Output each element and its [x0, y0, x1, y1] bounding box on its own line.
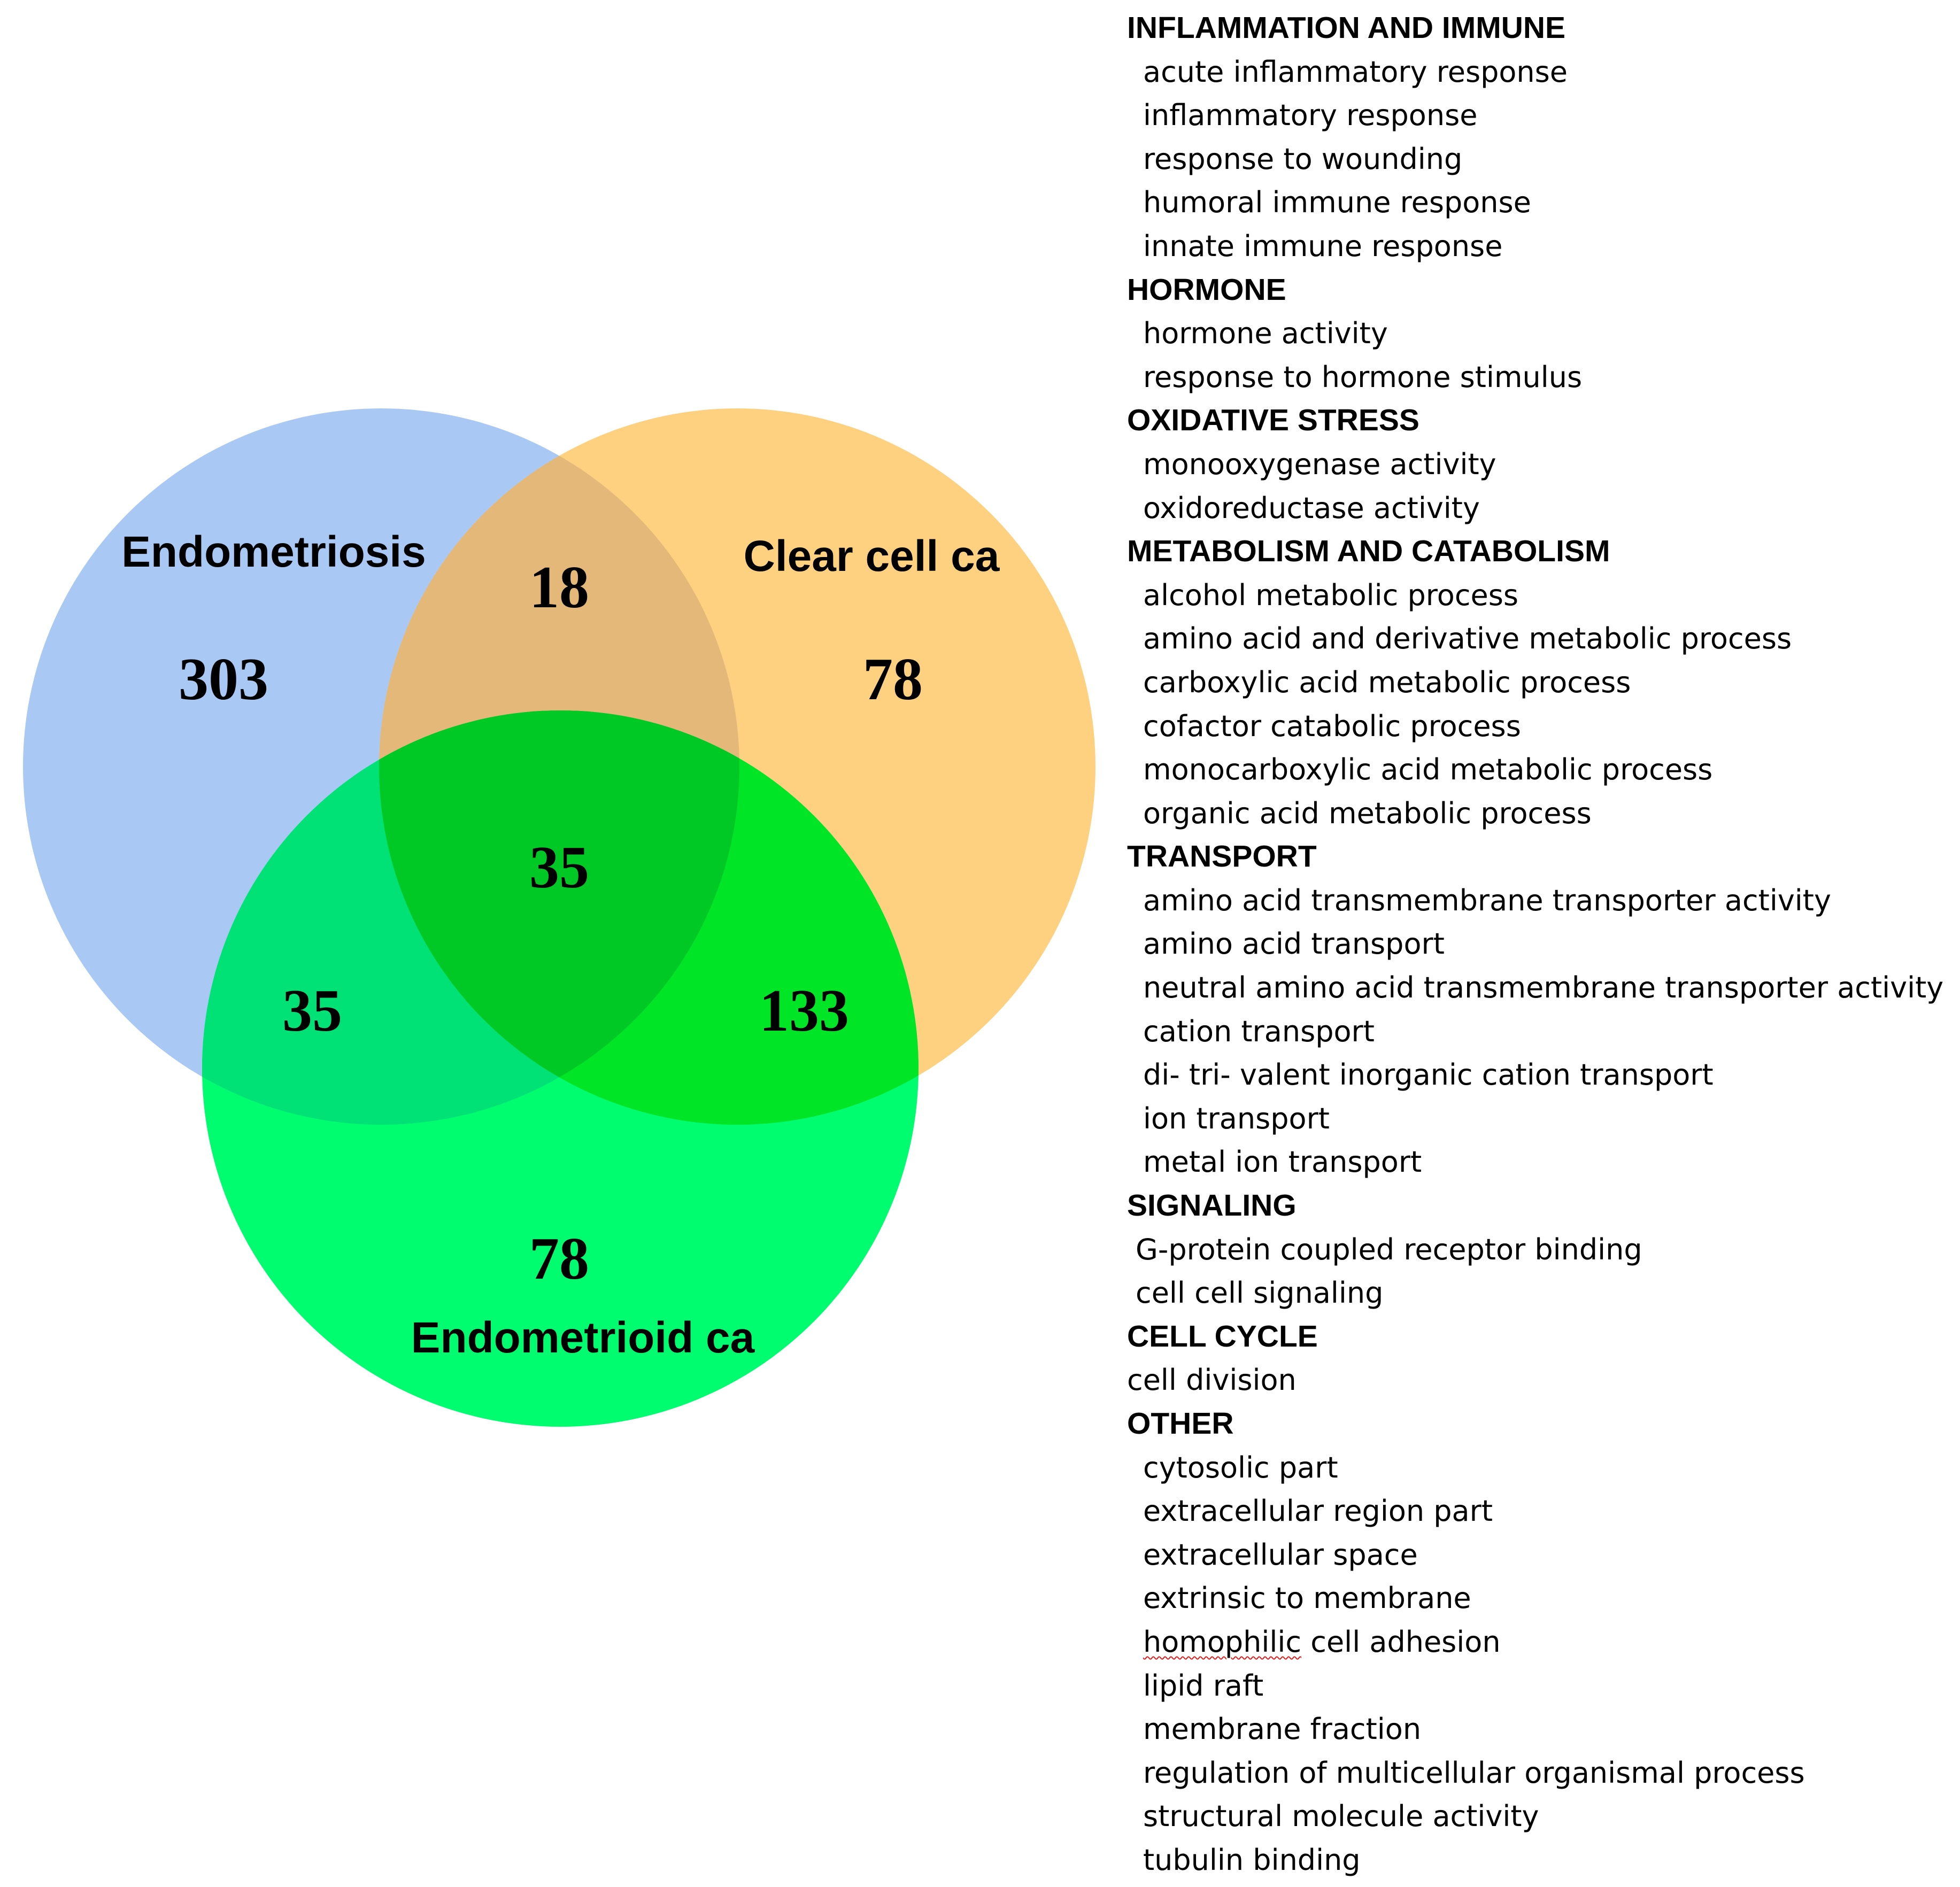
- term-item: homophilic cell adhesion: [1127, 1620, 1950, 1664]
- term-item: di- tri- valent inorganic cation transpo…: [1143, 1058, 1714, 1092]
- term-item: tubulin binding: [1143, 1843, 1361, 1877]
- term-item: cytosolic part: [1143, 1450, 1338, 1484]
- term-item: amino acid transport: [1143, 927, 1445, 961]
- count-endometriosis-only: 303: [179, 646, 268, 713]
- term-item: ion transport: [1143, 1101, 1330, 1135]
- term-item: organic acid metabolic process: [1143, 796, 1592, 830]
- term-item: extracellular space: [1143, 1537, 1418, 1572]
- term-item: monooxygenase activity: [1143, 447, 1496, 481]
- term-item: hormone activity: [1143, 316, 1388, 351]
- term-item: humoral immune response: [1143, 185, 1531, 220]
- term-item: extrinsic to membrane: [1143, 1581, 1471, 1615]
- category-heading: HORMONE: [1127, 272, 1286, 307]
- term-item: amino acid and derivative metabolic proc…: [1143, 622, 1792, 656]
- category-heading: OXIDATIVE STRESS: [1127, 403, 1419, 438]
- term-item: response to wounding: [1143, 142, 1463, 176]
- term-item: inflammatory response: [1143, 98, 1478, 133]
- endometrioid-ca-label: Endometrioid ca: [411, 1313, 755, 1362]
- term-text-rest: cell adhesion: [1301, 1625, 1501, 1659]
- term-item: lipid raft: [1143, 1668, 1264, 1703]
- term-item: G-protein coupled receptor binding: [1136, 1232, 1642, 1266]
- term-item: structural molecule activity: [1143, 1799, 1539, 1834]
- term-item: cell division: [1127, 1363, 1297, 1397]
- term-item: cation transport: [1143, 1014, 1375, 1048]
- endometriosis-label: Endometriosis: [121, 528, 426, 576]
- count-endometriosis-clear-cell: 18: [529, 554, 589, 621]
- count-endometriosis-endometrioid: 35: [282, 978, 342, 1044]
- category-heading: OTHER: [1127, 1406, 1234, 1441]
- term-item: regulation of multicellular organismal p…: [1143, 1755, 1805, 1790]
- category-heading: CELL CYCLE: [1127, 1319, 1318, 1354]
- term-item: acute inflammatory response: [1143, 55, 1568, 89]
- count-clear-cell-endometrioid: 133: [759, 978, 849, 1044]
- term-item: neutral amino acid transmembrane transpo…: [1143, 971, 1944, 1005]
- venn-diagram: Endometriosis Clear cell ca Endometrioid…: [23, 408, 1095, 1427]
- term-item: alcohol metabolic process: [1143, 578, 1519, 612]
- count-endometrioid-only: 78: [529, 1226, 589, 1292]
- category-heading: METABOLISM AND CATABOLISM: [1127, 534, 1610, 569]
- term-item: carboxylic acid metabolic process: [1143, 665, 1631, 699]
- term-item: cofactor catabolic process: [1143, 709, 1521, 743]
- category-heading: INFLAMMATION AND IMMUNE: [1127, 11, 1566, 45]
- category-heading: SIGNALING: [1127, 1188, 1297, 1223]
- count-clear-cell-only: 78: [863, 646, 923, 713]
- term-item: metal ion transport: [1143, 1145, 1422, 1179]
- term-item: membrane fraction: [1143, 1712, 1422, 1746]
- term-item: monocarboxylic acid metabolic process: [1143, 753, 1713, 787]
- spellcheck-underlined-word: homophilic: [1143, 1625, 1302, 1659]
- count-all-three: 35: [529, 834, 589, 901]
- term-item: extracellular region part: [1143, 1494, 1493, 1528]
- category-heading: TRANSPORT: [1127, 839, 1317, 874]
- term-item: amino acid transmembrane transporter act…: [1143, 883, 1831, 917]
- term-item: innate immune response: [1143, 229, 1503, 263]
- term-item: oxidoreductase activity: [1143, 491, 1480, 525]
- term-item: response to hormone stimulus: [1143, 360, 1583, 394]
- clear-cell-ca-label: Clear cell ca: [744, 532, 1000, 581]
- go-term-list: INFLAMMATION AND IMMUNE acute inflammator…: [1127, 6, 1950, 1882]
- term-item: cell cell signaling: [1136, 1276, 1384, 1310]
